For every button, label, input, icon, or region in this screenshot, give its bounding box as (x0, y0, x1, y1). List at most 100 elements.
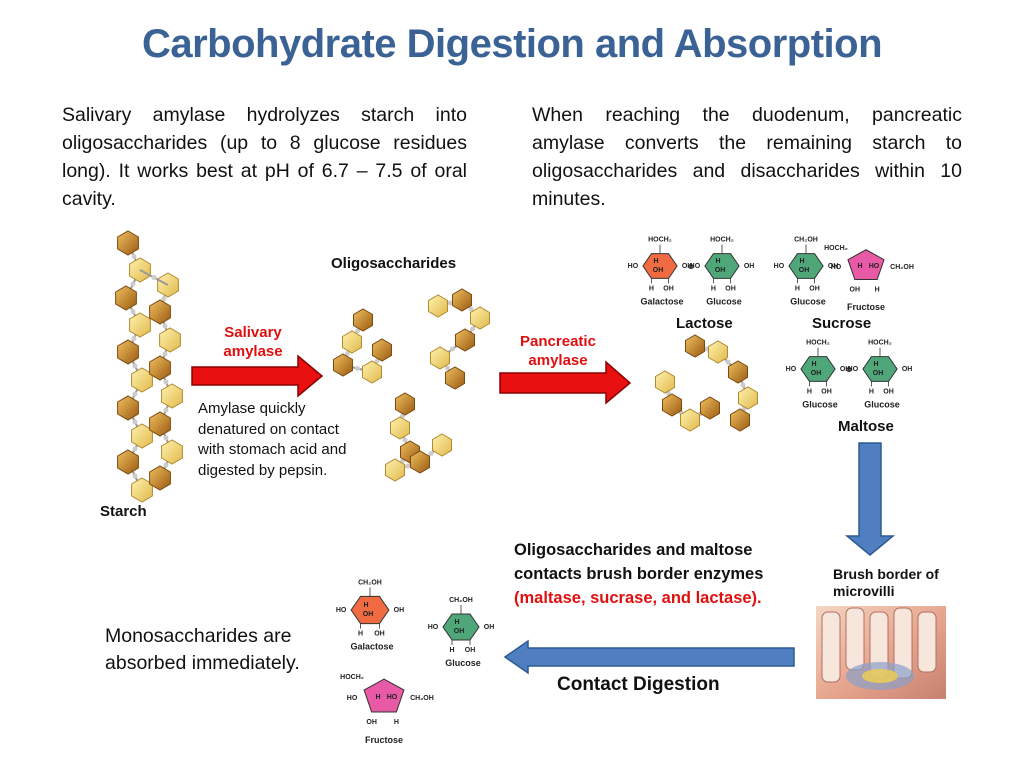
atom-label: HO (774, 263, 785, 270)
atom-label: OH (744, 263, 755, 270)
glucose-unit (117, 395, 139, 421)
sugar-name-label: Fructose (365, 735, 403, 745)
bond-oxygen (470, 326, 475, 332)
glucose-unit (390, 416, 410, 440)
atom-label: OH (828, 263, 839, 270)
contact-digestion-label: Contact Digestion (557, 674, 720, 695)
bridge-oxygen: O (688, 264, 694, 271)
maltose-label: Maltose (838, 418, 894, 435)
sugar-name-label: Glucose (864, 399, 900, 409)
glucose-unit (728, 360, 748, 384)
atom-label: HO (347, 695, 358, 702)
starch-label: Starch (100, 503, 147, 520)
oligosaccharides-label: Oligosaccharides (331, 255, 457, 272)
bond-oxygen (468, 306, 474, 312)
sugar-name-label: Glucose (706, 296, 742, 306)
glucose-unit (428, 294, 448, 318)
down-arrow (844, 442, 896, 556)
atom-label: OH (653, 267, 664, 274)
atom-label: HO (336, 607, 347, 614)
glucose-unit (430, 346, 450, 370)
bond-oxygen (355, 366, 360, 371)
atom-label: OH (883, 388, 894, 395)
oligosaccharide-clusters (333, 288, 490, 482)
glucose-unit (149, 299, 171, 325)
glucose-ring (862, 356, 898, 382)
atom-label: HO (428, 624, 439, 631)
glucose-unit (385, 458, 405, 482)
atom-label: HO (831, 264, 842, 271)
glucose-unit (730, 408, 750, 432)
atom-label: CH₂OH (794, 237, 818, 244)
bond-oxygen (151, 275, 157, 280)
lactose-label: Lactose (676, 315, 733, 332)
atom-label: OH (484, 624, 495, 631)
bond-oxygen (131, 254, 137, 259)
bond-oxygen (450, 346, 455, 352)
atom-label: H (358, 631, 363, 638)
atom-label: H (375, 694, 380, 701)
sugar-name-label: Glucose (802, 399, 838, 409)
atom-label: HOCH₂ (340, 674, 364, 681)
atom-label: CH₂OH (890, 264, 914, 271)
glucose-unit (662, 393, 682, 417)
bond-oxygen (428, 451, 434, 456)
glucose-unit (455, 328, 475, 352)
atom-label: H (711, 285, 716, 292)
bond-oxygen (725, 359, 731, 365)
atom-label: HOCH₂ (824, 245, 848, 252)
glucose-unit (372, 338, 392, 362)
glucose-unit (149, 355, 171, 381)
atom-label: H (811, 361, 816, 368)
atom-label: H (454, 619, 459, 626)
glucose-unit (342, 330, 362, 354)
glucose-unit (117, 339, 139, 365)
atom-label: H (869, 388, 874, 395)
pancreatic-amylase-label: Pancreatic amylase (520, 333, 596, 369)
atom-label: H (799, 258, 804, 265)
bond-oxygen (345, 351, 350, 356)
glucose-unit (333, 353, 353, 377)
bond-oxygen (130, 309, 136, 314)
bond-oxygen (163, 379, 169, 385)
sugar-name-label: Glucose (445, 658, 481, 668)
glucose-unit (680, 408, 700, 432)
bond-oxygen (162, 351, 168, 357)
atom-label: OH (821, 388, 832, 395)
atom-label: H (873, 361, 878, 368)
atom-label: H (795, 285, 800, 292)
atom-label: H (394, 719, 399, 726)
sugar-name-label: Galactose (640, 296, 683, 306)
bond-oxygen (132, 391, 138, 397)
bond-oxygen (163, 462, 169, 468)
monosaccharides-text: Monosaccharides are absorbed immediately… (105, 625, 300, 674)
atom-label: OH (366, 719, 377, 726)
atom-label: H (857, 263, 862, 270)
amylase-denatured-note: Amylase quickly denatured on contact wit… (198, 400, 347, 479)
glucose-unit (353, 308, 373, 332)
salivary-amylase-arrow (191, 354, 324, 398)
atom-label: H (807, 388, 812, 395)
bond-oxygen (161, 296, 167, 301)
bond-oxygen (132, 363, 138, 369)
slide-title: Carbohydrate Digestion and Absorption (141, 22, 883, 66)
bond-oxygen (132, 446, 138, 452)
contact-description: Oligosaccharides and maltose contacts br… (514, 538, 799, 610)
atom-label: CH₂OH (358, 579, 382, 586)
glucose-unit (655, 370, 675, 394)
disaccharide-fragments (655, 334, 758, 432)
atom-label: OH (850, 287, 861, 294)
glucose-unit (161, 439, 183, 465)
bond-oxygen (374, 358, 380, 364)
atom-label: OH (902, 366, 913, 373)
left-arrow (503, 639, 795, 675)
fructose-ring (363, 678, 405, 713)
atom-label: HO (628, 263, 639, 270)
atom-label: HOCH₂ (806, 340, 830, 347)
glucose-unit (117, 230, 139, 256)
